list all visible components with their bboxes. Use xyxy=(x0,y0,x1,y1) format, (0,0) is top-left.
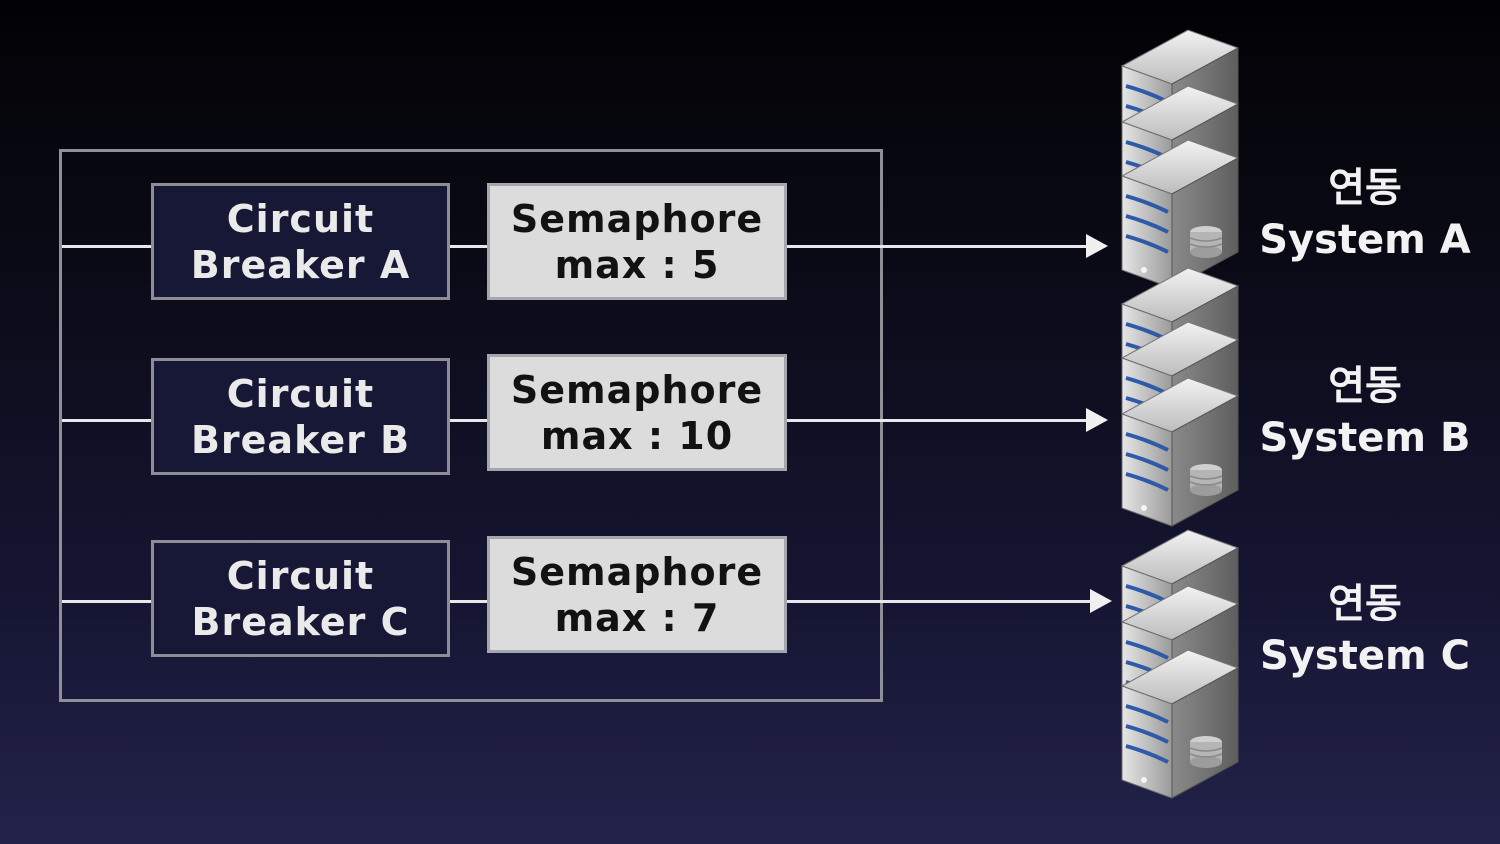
arrowhead-c xyxy=(1090,589,1112,613)
arrow-line-b xyxy=(787,419,1087,422)
semaphore-c: Semaphore max : 7 xyxy=(487,536,787,653)
system-b-en: System B xyxy=(1259,415,1471,461)
circuit-breaker-b: Circuit Breaker B xyxy=(151,358,450,475)
arrow-line-c xyxy=(787,600,1092,603)
circuit-breaker-c-line2: Breaker C xyxy=(191,599,410,644)
system-a-ko: 연동 xyxy=(1328,165,1402,211)
system-c-label: 연동 System C xyxy=(1250,578,1480,682)
arrowhead-b xyxy=(1086,408,1108,432)
system-a-en: System A xyxy=(1259,217,1471,263)
circuit-breaker-a: Circuit Breaker A xyxy=(151,183,450,300)
arrowhead-a xyxy=(1086,234,1108,258)
semaphore-a-line2: max : 5 xyxy=(554,242,720,287)
system-a-label: 연동 System A xyxy=(1250,162,1480,266)
connector-in-c xyxy=(62,600,152,603)
system-b-ko: 연동 xyxy=(1328,363,1402,409)
semaphore-a-line1: Semaphore xyxy=(510,196,764,241)
server-stack-icon xyxy=(1110,18,1250,818)
semaphore-c-line2: max : 7 xyxy=(554,595,720,640)
system-c-en: System C xyxy=(1260,633,1470,679)
circuit-breaker-b-line2: Breaker B xyxy=(190,417,411,462)
semaphore-b-line1: Semaphore xyxy=(510,367,764,412)
circuit-breaker-b-line1: Circuit xyxy=(226,371,375,416)
connector-mid-c xyxy=(450,600,488,603)
circuit-breaker-a-line2: Breaker A xyxy=(190,242,411,287)
arrow-line-a xyxy=(787,245,1087,248)
semaphore-c-line1: Semaphore xyxy=(510,549,764,594)
connector-mid-a xyxy=(450,245,488,248)
semaphore-b: Semaphore max : 10 xyxy=(487,354,787,471)
connector-in-a xyxy=(62,245,152,248)
circuit-breaker-c-line1: Circuit xyxy=(226,553,375,598)
semaphore-b-line2: max : 10 xyxy=(540,413,734,458)
circuit-breaker-c: Circuit Breaker C xyxy=(151,540,450,657)
circuit-breaker-a-line1: Circuit xyxy=(226,196,375,241)
system-c-ko: 연동 xyxy=(1328,581,1402,627)
semaphore-a: Semaphore max : 5 xyxy=(487,183,787,300)
connector-in-b xyxy=(62,419,152,422)
service-container xyxy=(59,149,883,702)
system-b-label: 연동 System B xyxy=(1250,360,1480,464)
connector-mid-b xyxy=(450,419,488,422)
